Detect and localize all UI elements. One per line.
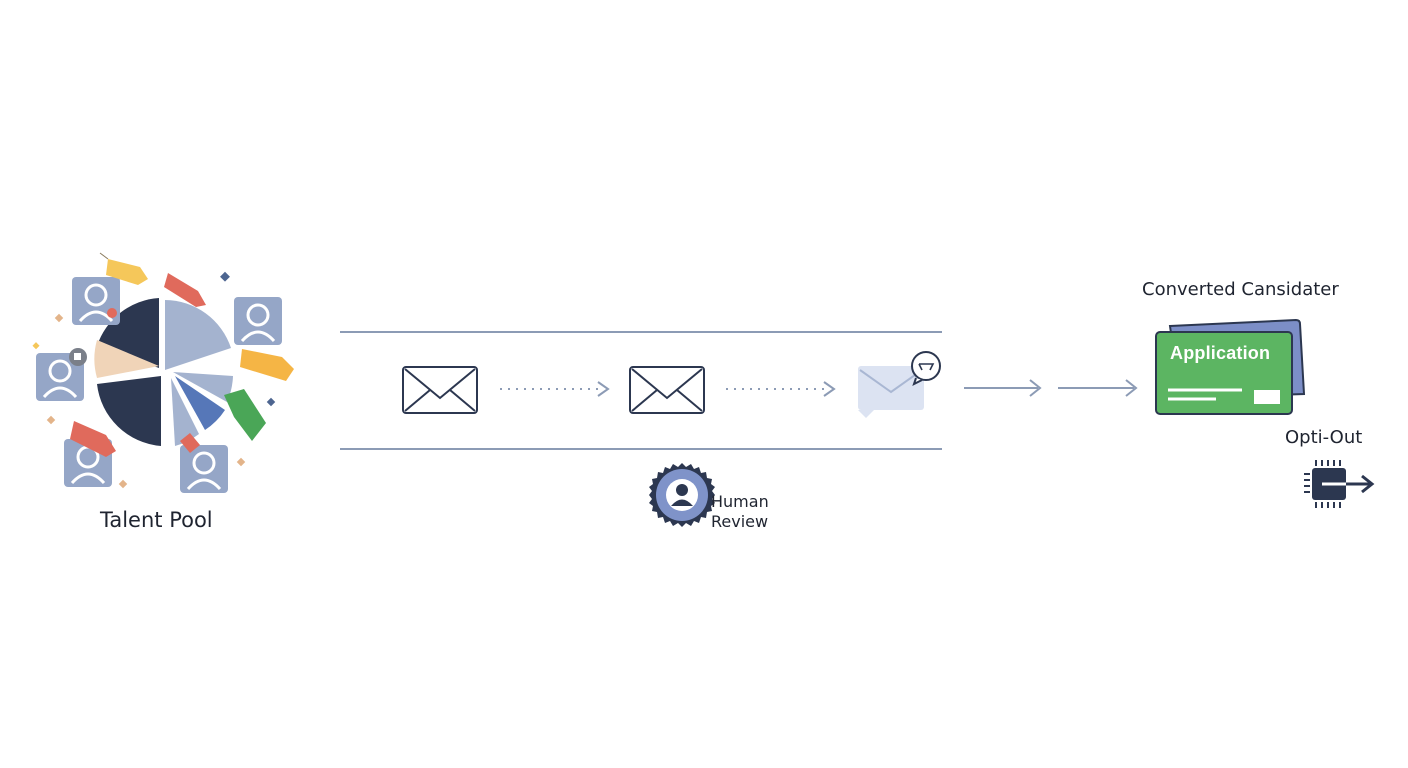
converted-candidate-label: Converted Cansidater: [1142, 279, 1339, 300]
candidate-avatar-icon: [36, 353, 84, 401]
candidate-avatar-icon: [234, 297, 282, 345]
application-card-title: Application: [1170, 343, 1271, 363]
tag-icon: [240, 349, 294, 381]
pipeline-band: [340, 331, 942, 450]
solid-arrows: [964, 379, 1138, 397]
tag-icon: [70, 421, 116, 457]
chip-exit-icon[interactable]: [1302, 458, 1378, 512]
application-card[interactable]: [1150, 318, 1310, 422]
envelope-icon: [402, 366, 478, 414]
talent-pie-chart: [94, 298, 233, 446]
tag-icon: [224, 389, 266, 441]
envelope-icon: [629, 366, 705, 414]
dotted-arrow-icon: [500, 381, 610, 397]
envelope-chat-icon: [858, 351, 941, 418]
human-review-line1: Human: [711, 492, 769, 511]
user-badge-icon: [649, 463, 715, 527]
arrow-right-icon: [964, 379, 1042, 397]
opt-out-label: Opti-Out: [1285, 427, 1363, 448]
dotted-arrow-icon: [726, 381, 836, 397]
tag-icon: [164, 273, 206, 307]
human-review-line2: Review: [711, 512, 769, 531]
arrow-right-icon: [1058, 379, 1138, 397]
talent-pool-label: Talent Pool: [100, 508, 213, 532]
tag-icon: [99, 252, 148, 285]
talent-pool-graphic: [32, 252, 294, 493]
tag-icon: [180, 433, 200, 453]
human-review-label: Human Review: [711, 492, 791, 532]
candidate-avatar-icon: [180, 445, 228, 493]
